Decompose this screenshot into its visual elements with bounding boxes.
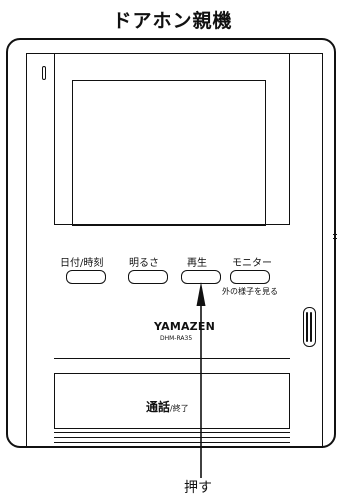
- push-arrow-head: [196, 282, 206, 306]
- model-number: DHM-RA35: [160, 335, 193, 342]
- panel-divider: [54, 373, 290, 374]
- call-button-label: 通話/終了: [146, 398, 189, 415]
- monitor-button[interactable]: [230, 270, 270, 284]
- side-notch: [333, 234, 337, 235]
- side-notch: [333, 238, 337, 239]
- monitor-button-label: モニター: [232, 258, 272, 269]
- monitor-screen: [72, 80, 266, 226]
- monitor-button-sublabel: 外の様子を見る: [222, 287, 278, 296]
- brightness-button-label: 明るさ: [129, 258, 159, 269]
- diagram-title: ドアホン親機: [112, 10, 233, 32]
- grille-stripe: [54, 432, 290, 433]
- intercom-body: [6, 38, 336, 448]
- grille-stripe: [54, 442, 290, 443]
- call-label-sub: /終了: [170, 404, 189, 413]
- screen-bezel: [54, 53, 290, 225]
- brightness-button[interactable]: [128, 270, 168, 284]
- brand-logo: YAMAZEN: [154, 320, 215, 333]
- panel-divider: [54, 358, 290, 359]
- power-indicator-led: [42, 66, 46, 80]
- grille-stripe: [54, 437, 290, 438]
- speaker-slot: [306, 312, 308, 342]
- push-instruction-label: 押す: [184, 480, 212, 496]
- date-time-button[interactable]: [66, 270, 106, 284]
- call-button[interactable]: [54, 373, 290, 429]
- speaker-slot: [310, 312, 312, 342]
- date-time-button-label: 日付/時刻: [60, 258, 104, 269]
- speaker-grille: [303, 307, 316, 347]
- call-label-main: 通話: [146, 400, 171, 414]
- playback-button-label: 再生: [187, 258, 207, 269]
